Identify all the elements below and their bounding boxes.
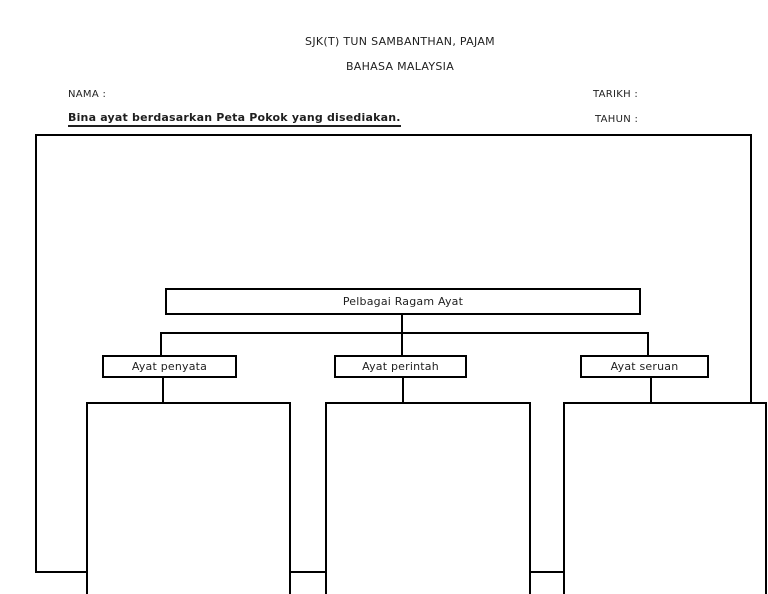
answer-box-penyata <box>86 402 291 594</box>
connector-stub-top-penyata <box>160 332 162 356</box>
year-label: TAHUN : <box>595 114 639 125</box>
subject-title: BAHASA MALAYSIA <box>345 60 455 73</box>
date-label: TARIKH : <box>593 89 639 100</box>
branch-box-seruan: Ayat seruan <box>580 355 709 378</box>
connector-horizontal <box>160 332 649 334</box>
school-name: SJK(T) TUN SAMBANTHAN, PAJAM <box>305 35 495 48</box>
branch-box-penyata: Ayat penyata <box>102 355 237 378</box>
name-label: NAMA : <box>68 89 107 100</box>
tree-root-label: Pelbagai Ragam Ayat <box>342 295 464 308</box>
connector-root-stem <box>401 315 403 333</box>
branch-box-perintah: Ayat perintah <box>334 355 467 378</box>
branch-label-perintah: Ayat perintah <box>362 360 439 373</box>
branch-label-penyata: Ayat penyata <box>131 360 208 373</box>
connector-stub-top-seruan <box>647 332 649 356</box>
connector-stub-bottom-penyata <box>162 378 164 403</box>
instruction-text: Bina ayat berdasarkan Peta Pokok yang di… <box>68 111 401 127</box>
answer-box-seruan <box>563 402 767 594</box>
answer-box-perintah <box>325 402 531 594</box>
connector-stub-top-perintah <box>401 332 403 356</box>
branch-label-seruan: Ayat seruan <box>610 360 679 373</box>
connector-stub-bottom-perintah <box>402 378 404 403</box>
connector-stub-bottom-seruan <box>650 378 652 403</box>
tree-root-box: Pelbagai Ragam Ayat <box>165 288 641 315</box>
diagram-frame: Pelbagai Ragam Ayat Ayat penyata Ayat pe… <box>35 134 767 594</box>
